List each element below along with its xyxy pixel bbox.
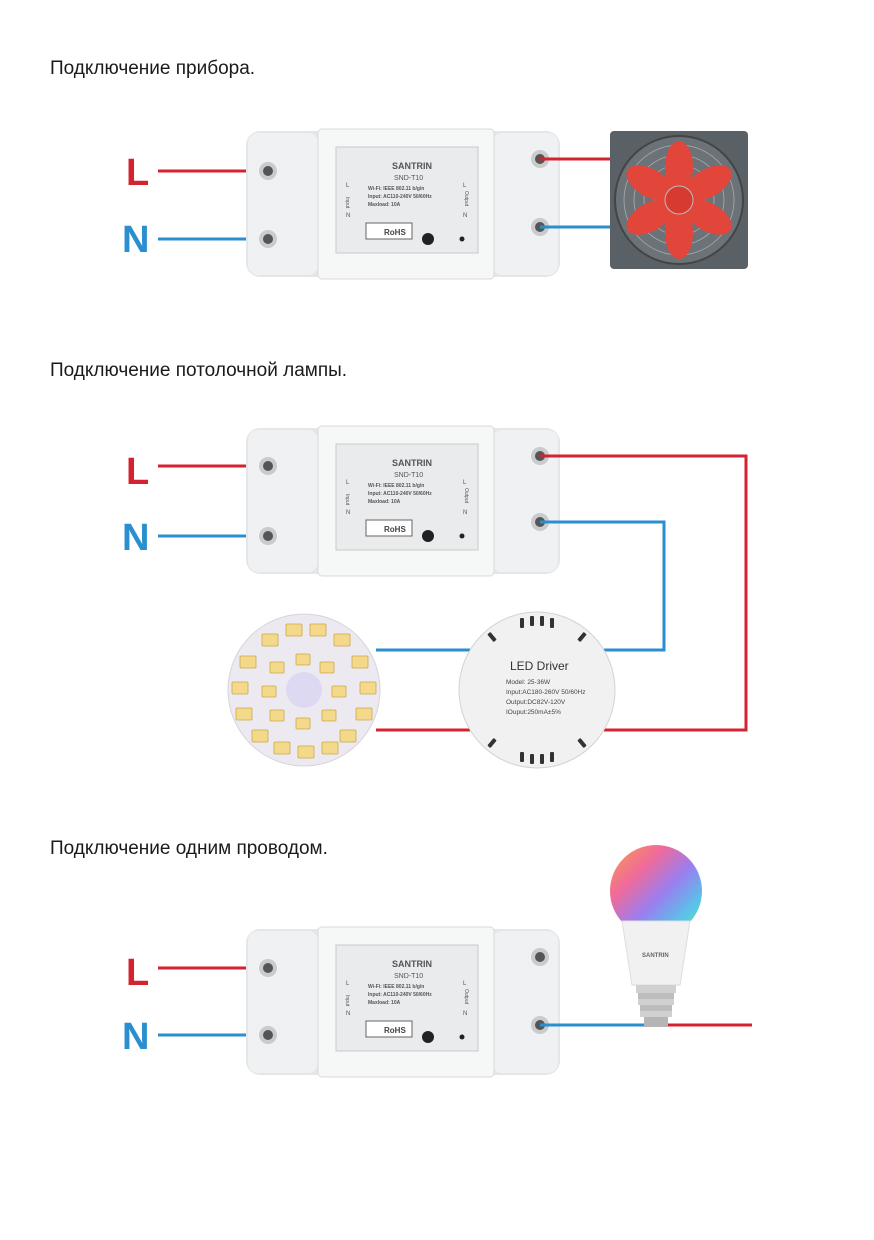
relay-output-label: Output [463,191,469,207]
relay-port-n-left: N [346,1011,350,1017]
relay-port-n-left: N [346,213,350,219]
relay-port-l-right: L [463,183,467,189]
line-terminal-label: L [126,152,149,194]
heading-ceiling-lamp-connection: Подключение потолочной лампы. [50,360,348,381]
relay-input-spec: Input: AC110-240V 50/60Hz [368,194,432,200]
neutral-terminal-label: N [122,1016,149,1058]
rohs-mark: RoHS [384,525,406,534]
relay-button [422,233,434,245]
led-driver-title: LED Driver [510,659,569,673]
relay-brand: SANTRIN [392,959,432,969]
led-board-image [227,613,381,767]
rohs-mark: RoHS [384,1026,406,1035]
led-driver-current: IOuput:250mA±5% [506,709,561,716]
relay-led [459,533,465,539]
relay-model: SND-T10 [394,175,423,182]
relay-port-l-right: L [463,981,467,987]
relay-port-n-right: N [463,213,467,219]
line-terminal-label: L [126,451,149,493]
heading-single-wire-connection: Подключение одним проводом. [50,838,328,859]
relay-model: SND-T10 [394,472,423,479]
relay-port-l-left: L [346,480,350,486]
neutral-terminal-label: N [122,517,149,559]
relay-port-n-right: N [463,510,467,516]
relay-input-spec: Input: AC110-240V 50/60Hz [368,992,432,998]
diagram-ceiling-lamp: L N SANTRIN SND-T10 Wi-Fi: IEEE 802.11 b… [122,425,748,769]
diagram-device: L N SANTRIN SND-T10 Wi-Fi: IEEE 802.11 b… [122,128,748,280]
relay-wifi-spec: Wi-Fi: IEEE 802.11 b/g/n [368,483,424,489]
relay-led [459,1034,465,1040]
led-driver-input: Input:AC180-260V 50/60Hz [506,689,586,696]
line-terminal-label: L [126,952,149,994]
relay-wifi-spec: Wi-Fi: IEEE 802.11 b/g/n [368,186,424,192]
relay-output-label: Output [463,989,469,1005]
relay-led [459,236,465,242]
smart-relay: SANTRIN SND-T10 Wi-Fi: IEEE 802.11 b/g/n… [246,128,560,280]
led-driver-output: Output:DC82V-120V [506,699,566,706]
wire-line-to-driver [540,454,748,732]
rgb-bulb-image: SANTRIN [610,845,702,1027]
relay-input-label: Input [344,197,350,209]
heading-device-connection: Подключение прибора. [50,58,256,79]
relay-button [422,530,434,542]
wire-neutral-to-driver [540,520,666,652]
relay-port-l-left: L [346,183,350,189]
relay-port-n-left: N [346,510,350,516]
relay-wifi-spec: Wi-Fi: IEEE 802.11 b/g/n [368,984,424,990]
smart-relay: SANTRIN SND-T10 Wi-Fi: IEEE 802.11 b/g/n… [246,926,560,1078]
relay-button [422,1031,434,1043]
relay-brand: SANTRIN [392,161,432,171]
diagram-single-wire: L N SANTRIN SND-T10 Wi-Fi: IEEE 802.11 b… [122,845,752,1078]
relay-port-l-left: L [346,981,350,987]
neutral-terminal-label: N [122,219,149,261]
rohs-mark: RoHS [384,228,406,237]
exhaust-fan-image [610,131,748,269]
led-driver-model: Model: 25-36W [506,679,551,686]
relay-port-l-right: L [463,480,467,486]
relay-input-label: Input [344,494,350,506]
bulb-brand: SANTRIN [642,953,669,959]
relay-input-label: Input [344,995,350,1007]
relay-port-n-right: N [463,1011,467,1017]
relay-maxload-spec: Maxload: 10A [368,202,401,208]
relay-model: SND-T10 [394,973,423,980]
relay-maxload-spec: Maxload: 10A [368,499,401,505]
relay-input-spec: Input: AC110-240V 50/60Hz [368,491,432,497]
relay-output-label: Output [463,488,469,504]
smart-relay: SANTRIN SND-T10 Wi-Fi: IEEE 802.11 b/g/n… [246,425,560,577]
relay-maxload-spec: Maxload: 10A [368,1000,401,1006]
relay-brand: SANTRIN [392,458,432,468]
led-driver-image: LED Driver Model: 25-36W Input:AC180-260… [458,611,616,769]
